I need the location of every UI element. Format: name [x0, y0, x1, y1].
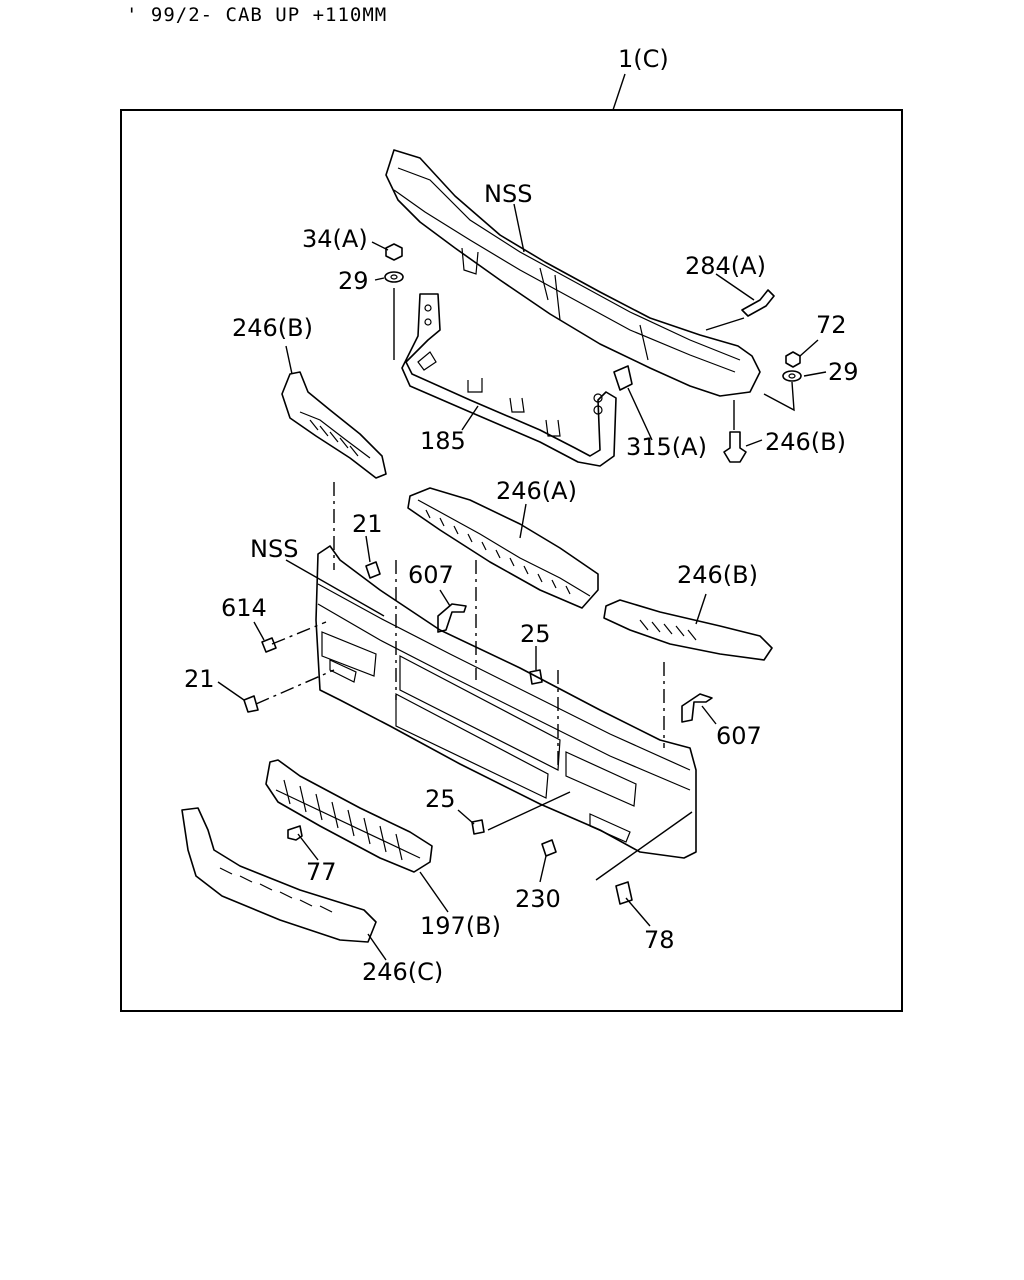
clip-614	[261, 637, 277, 653]
screw-77	[287, 825, 303, 841]
align-line-5	[255, 669, 335, 705]
label-246b-right: 246(B)	[677, 561, 758, 589]
label-34a: 34(A)	[302, 225, 368, 253]
label-21-top: 21	[352, 510, 383, 538]
label-77: 77	[306, 858, 337, 886]
label-246b-left: 246(B)	[232, 314, 313, 342]
upper-cross-member	[385, 149, 761, 397]
nut-34a	[385, 243, 403, 261]
label-185: 185	[420, 427, 466, 455]
clip-230	[541, 839, 557, 857]
label-246a: 246(A)	[496, 477, 577, 505]
clip-21-top	[365, 561, 381, 579]
label-197b: 197(B)	[420, 912, 501, 940]
leader-lines	[217, 203, 827, 961]
diagram-header: ' 99/2- CAB UP +110MM	[126, 4, 388, 26]
assembly-leader	[612, 73, 626, 111]
diagram-frame	[120, 109, 903, 1012]
nut-72	[785, 351, 801, 368]
label-246c: 246(C)	[362, 958, 443, 986]
label-nss-bumper: NSS	[250, 535, 298, 563]
bolt-284a	[741, 289, 775, 317]
label-607-right: 607	[716, 722, 762, 750]
clip-25-top	[529, 669, 543, 685]
label-nss-top: NSS	[484, 180, 532, 208]
lower-grille-197b	[265, 759, 433, 873]
label-78: 78	[644, 926, 675, 954]
grille-246a	[407, 487, 599, 609]
bolt-246b	[723, 431, 747, 463]
label-230: 230	[515, 885, 561, 913]
front-bumper	[315, 545, 697, 859]
bracket-607-right	[681, 693, 713, 723]
trim-246b-right	[603, 599, 773, 661]
bracket-607-top	[437, 603, 467, 633]
align-line-4	[271, 621, 327, 645]
assembly-label: 1(C)	[618, 45, 669, 73]
trim-246b-left	[281, 371, 387, 479]
label-315a: 315(A)	[626, 433, 707, 461]
label-29-left: 29	[338, 267, 369, 295]
bracket-78	[615, 881, 633, 905]
bracket-315a	[613, 365, 633, 391]
label-29-right: 29	[828, 358, 859, 386]
label-25-top: 25	[520, 620, 551, 648]
label-607-top: 607	[408, 561, 454, 589]
label-72: 72	[816, 311, 847, 339]
grille-frame-185	[401, 293, 617, 467]
label-246b-bolt: 246(B)	[765, 428, 846, 456]
label-284a: 284(A)	[685, 252, 766, 280]
washer-29-left	[384, 271, 404, 283]
label-21-left: 21	[184, 665, 215, 693]
clip-25-bottom	[471, 819, 485, 835]
lower-trim-246c	[181, 807, 377, 943]
washer-29-right	[782, 370, 802, 382]
clip-21-left	[243, 695, 259, 713]
label-614: 614	[221, 594, 267, 622]
label-25-bottom: 25	[425, 785, 456, 813]
